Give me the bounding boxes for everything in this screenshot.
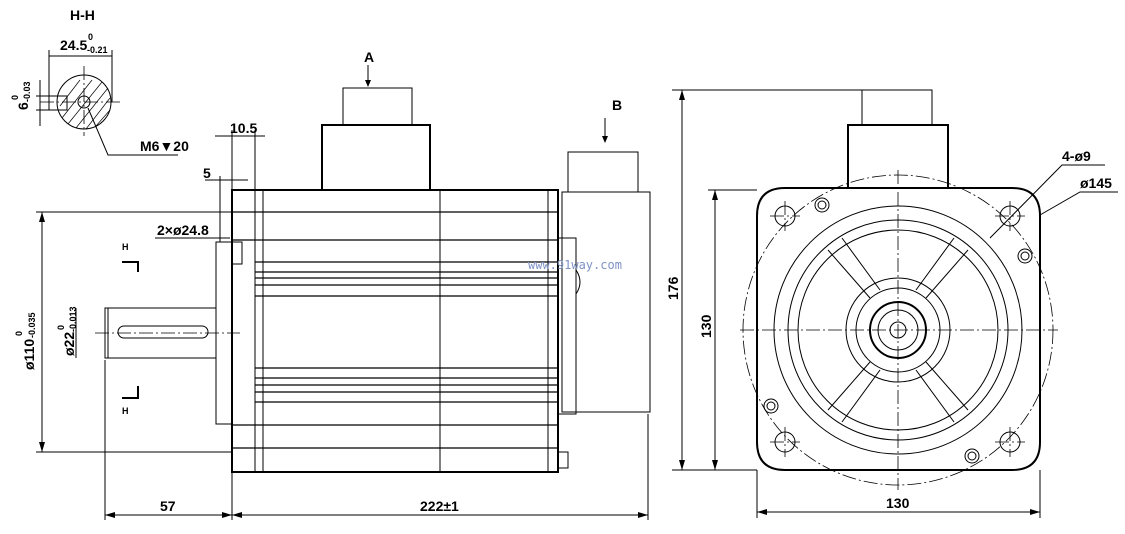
connector-b-label: B: [612, 97, 622, 113]
dia-110-tol-lower: -0.035: [27, 312, 37, 338]
section-mark-top: H: [122, 242, 129, 252]
section-hh: H-H 24.5 0 -0.21 6 0 -0.03 M6▼20: [10, 7, 189, 156]
connector-b: [567, 151, 639, 193]
dia-22-tol-upper: 0: [56, 325, 66, 330]
key-tol-lower: -0.03: [22, 81, 32, 102]
keyway: [48, 95, 68, 111]
motor-body: [231, 189, 559, 473]
dim-holes-4: 4-ø9: [1062, 148, 1091, 164]
key-dim: 6: [15, 102, 31, 110]
dim-height-total: 176: [665, 276, 681, 300]
dia-110-tol-upper: 0: [14, 331, 24, 336]
key-tol-upper: 0: [10, 95, 20, 100]
connector-a-label: A: [364, 49, 374, 65]
thread-label: M6▼20: [140, 138, 189, 154]
dim-width-square: 130: [886, 495, 910, 511]
watermark: www.91way.com: [528, 258, 622, 272]
dim-10-5: 10.5: [230, 120, 257, 136]
connector-a: [321, 124, 431, 191]
dim-height-square: 130: [698, 314, 714, 338]
section-mark-bottom: H: [122, 406, 129, 416]
width-dim: 24.5: [60, 37, 87, 53]
shaft-key: [117, 325, 209, 339]
dia-110: ø110: [21, 339, 37, 370]
dim-body-length: 222±1: [420, 498, 459, 514]
dia-22: ø22: [61, 332, 77, 356]
side-view: A B 10.5 5 2×ø24.8 ø110 0 -0.035 ø22 0 -…: [14, 49, 651, 520]
dim-pcd: ø145: [1080, 175, 1112, 191]
section-title: H-H: [70, 7, 95, 23]
dim-5: 5: [203, 165, 211, 181]
tol-upper: 0: [88, 32, 93, 42]
dim-shaft-length: 57: [160, 498, 176, 514]
tol-lower: -0.21: [87, 45, 108, 55]
mounting-holes: [770, 201, 1025, 457]
small-holes: [763, 197, 1033, 464]
dia-22-tol-lower: -0.013: [68, 306, 78, 332]
connector-b-box: [561, 191, 651, 413]
front-view: 4-ø9 ø145 176 130 130: [665, 89, 1118, 518]
dim-holes: 2×ø24.8: [157, 222, 209, 238]
front-flange: [756, 187, 1041, 471]
